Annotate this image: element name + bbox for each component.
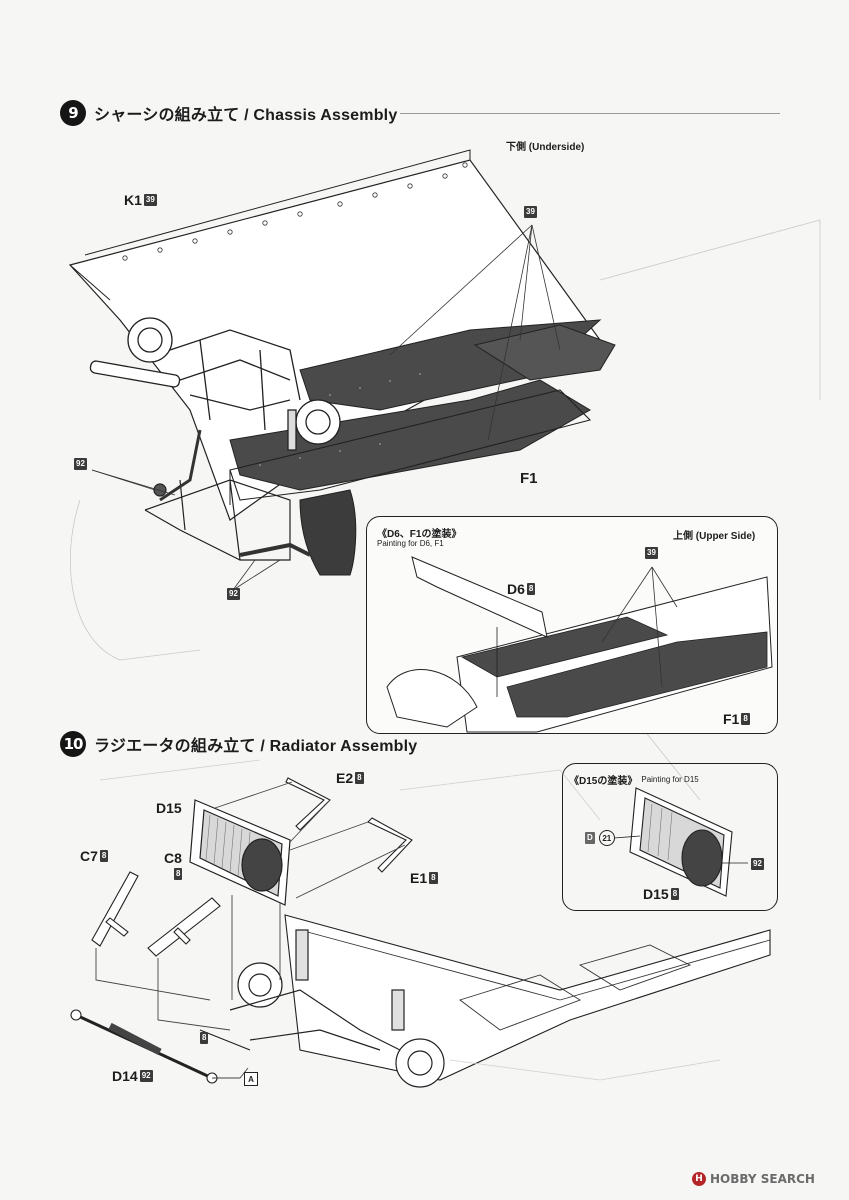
paint-code-c7: 8: [99, 850, 109, 862]
paint-code-92-a: 92: [74, 458, 87, 470]
radiator-d15: [189, 799, 291, 906]
inset10-part-d15-text: D15: [643, 886, 669, 902]
part-d15-label: D15: [156, 800, 182, 816]
inset10-part-d15-label: D15 8: [643, 886, 680, 902]
part-e1-text: E1: [410, 870, 428, 886]
paint-code-c8-callout: 8: [172, 868, 183, 880]
step10-header: 10 ラジエータの組み立て / Radiator Assembly: [60, 731, 417, 757]
hobby-search-logo-icon: H: [692, 1172, 706, 1186]
front-suspension: [89, 317, 341, 451]
inset-f1-dark-strip-upper: [460, 616, 669, 678]
inset-f1-drawing: [386, 556, 773, 733]
step9-header: 9 シャーシの組み立て / Chassis Assembly: [60, 100, 397, 126]
step9-title: シャーシの組み立て / Chassis Assembly: [94, 107, 398, 124]
paint-code-k1: 39: [143, 194, 157, 206]
part-k1-text: K1: [124, 192, 142, 208]
part-e1-label: E1 8: [410, 870, 438, 886]
inset10-code-d: D: [585, 832, 595, 844]
inset10-code-92-callout: 92: [749, 858, 764, 870]
inset-paint-code-f1: 8: [741, 713, 750, 725]
step9-divider: [400, 113, 780, 114]
paint-code-c8: 8: [174, 868, 183, 880]
hobby-search-text: HOBBY SEARCH: [710, 1172, 815, 1186]
step10-suspension: [199, 929, 445, 1088]
inset-part-d6-text: D6: [507, 581, 525, 597]
part-c8-label: C8: [164, 850, 182, 866]
inset-f1-dark-strip-lower: [506, 631, 768, 718]
part-c7-label: C7 8: [80, 848, 109, 864]
part-d14-label: D14 92: [112, 1068, 153, 1084]
inset-part-d6-label: D6 8: [507, 581, 536, 597]
marker-a-callout: A: [244, 1072, 258, 1086]
inset10-title: 《D15の塗装》 Painting for D15: [569, 772, 699, 787]
k1-panel-edge: [69, 264, 111, 301]
inset-paint-code-d6: 8: [526, 583, 536, 595]
paint-code-92-callout-a: 92: [72, 458, 87, 470]
paint-code-92-callout-b: 92: [225, 588, 240, 600]
inset10-subtitle: Painting for D15: [641, 775, 699, 784]
step10-chassis-floor: [284, 914, 771, 1081]
underside-label: 下側 (Underside): [506, 142, 585, 153]
inset-subtitle: Painting for D6, F1: [377, 539, 444, 548]
part-e2-label: E2 8: [336, 770, 364, 786]
hobby-search-watermark: H HOBBY SEARCH: [692, 1172, 815, 1186]
k1-panel-fold: [84, 149, 471, 256]
f1-panel-dots: [259, 373, 421, 466]
inset-radiator-d15: [613, 787, 748, 897]
step10-title: ラジエータの組み立て / Radiator Assembly: [94, 738, 418, 755]
paint-code-e2: 8: [355, 772, 364, 784]
f1-dark-panel-lower: [229, 379, 591, 491]
inset-suspension: [386, 669, 478, 728]
step9-inset-painting: 《D6、F1の塗装》 Painting for D6, F1 上側 (Upper…: [366, 516, 778, 734]
inset-leader-lines: [601, 566, 678, 688]
step9-number: 9: [60, 100, 86, 126]
inset-upper-side: 上側 (Upper Side): [673, 531, 756, 542]
inset-code-39-callout: 39: [643, 547, 658, 559]
inset-paint-code-39: 39: [645, 547, 658, 559]
paint-code-e1: 8: [429, 872, 438, 884]
inset10-code-92: 92: [751, 858, 764, 870]
part-e2-bracket: [285, 777, 331, 831]
f1-dark-panel-rear: [473, 324, 616, 381]
faded-background-sketch-lower: [99, 759, 721, 1081]
paint-code-8-lower-callout: 8: [198, 1032, 209, 1044]
part-k1-label: K1 39: [124, 192, 157, 208]
inset10-code-d-callout: D 21: [583, 830, 615, 846]
inset10-code-d15: 8: [670, 888, 680, 900]
inset10-title-text: 《D15の塗装》: [569, 776, 638, 787]
paint-code-d14: 92: [139, 1070, 153, 1082]
part-c7-text: C7: [80, 848, 98, 864]
f1-floor-plate: [229, 389, 592, 501]
inset-part-f1-text: F1: [723, 711, 740, 727]
step10-chassis-panels: [299, 929, 771, 1031]
part-e1-bracket: [367, 817, 413, 873]
step10-inset-painting: 《D15の塗装》 Painting for D15 D 21 92 D15 8: [562, 763, 778, 911]
step10-number: 10: [60, 731, 86, 757]
part-f1-label: F1: [520, 470, 538, 487]
inset-title: 《D6、F1の塗装》: [377, 529, 462, 540]
part-e2-text: E2: [336, 770, 354, 786]
part-c8: [147, 897, 221, 957]
inset-d6-part: [411, 556, 548, 638]
step9-leader-lines: [91, 224, 561, 591]
paint-code-8-lower: 8: [200, 1032, 209, 1044]
inset-part-f1-label: F1 8: [723, 711, 750, 727]
step10-assembly-lines: [95, 781, 406, 1079]
k1-rivets: [122, 162, 468, 261]
part-d14-text: D14: [112, 1068, 138, 1084]
marker-a: A: [244, 1072, 258, 1086]
paint-code-39-main: 39: [524, 206, 537, 218]
part-d14-tierod: [70, 1009, 218, 1084]
part-c7: [91, 871, 139, 947]
paint-code-92-b: 92: [227, 588, 240, 600]
side-pod-dark: [299, 489, 357, 576]
paint-code-39-callout: 39: [522, 206, 537, 218]
inset10-code-21: 21: [598, 830, 615, 846]
